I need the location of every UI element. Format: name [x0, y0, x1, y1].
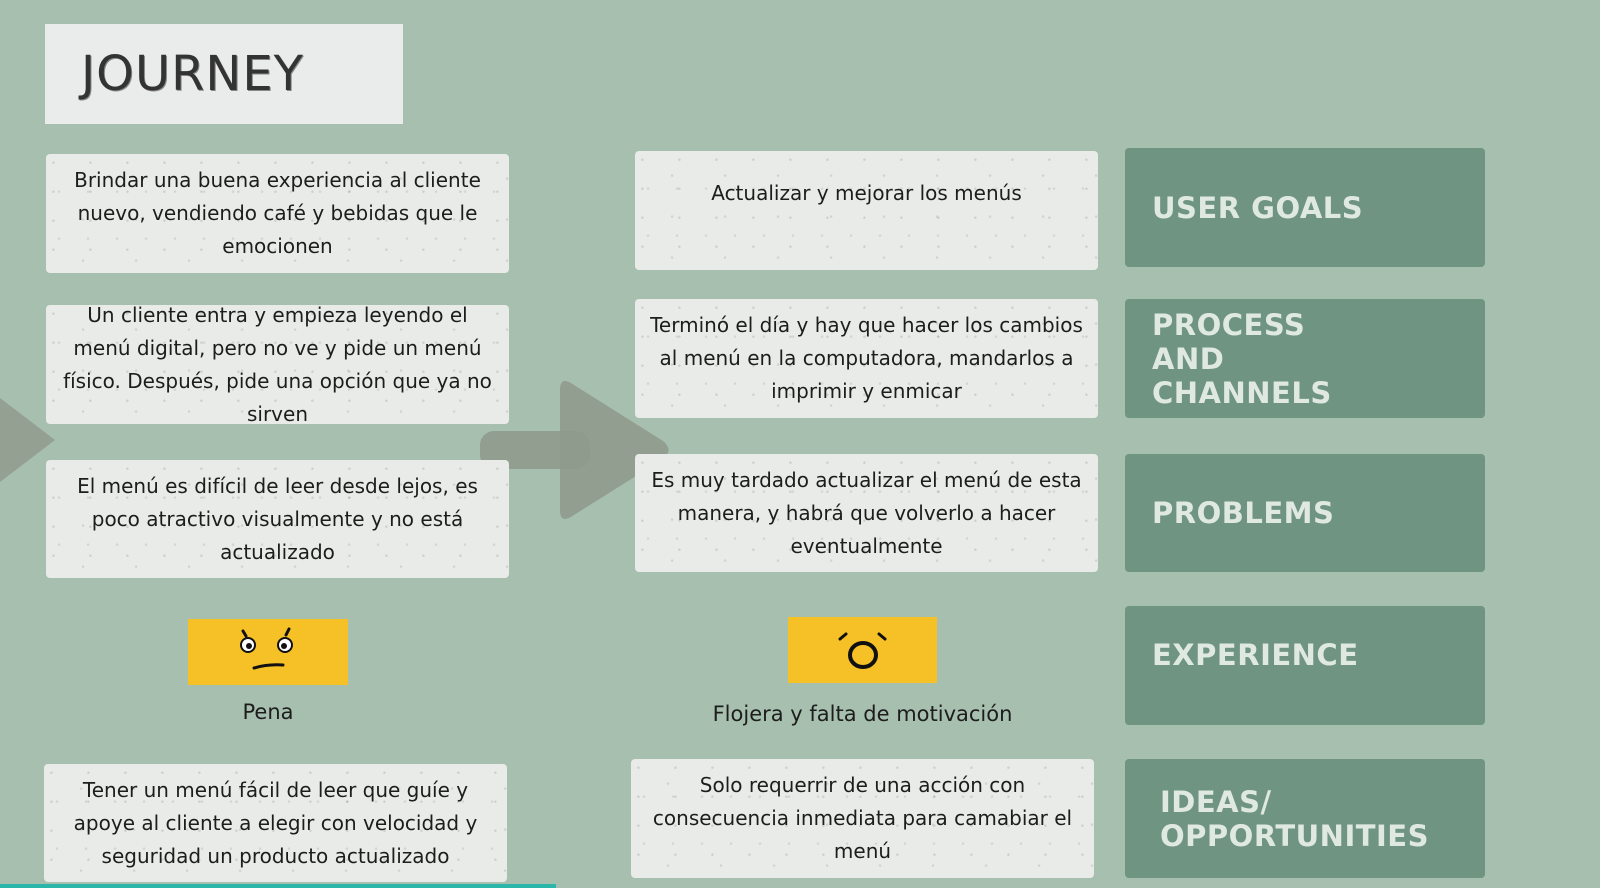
right-goal-card: Actualizar y mejorar los menús: [635, 151, 1098, 270]
right-problem-text: Es muy tardado actualizar el menú de est…: [651, 467, 1082, 558]
right-arrow-icon: [480, 381, 669, 519]
bottom-divider: [0, 884, 556, 888]
label-experience: EXPERIENCE: [1125, 606, 1485, 725]
right-process-card: Terminó el día y hay que hacer los cambi…: [635, 299, 1098, 418]
right-idea-card: Solo requerrir de una acción con consecu…: [631, 759, 1094, 878]
left-goal-text: Brindar una buena experiencia al cliente…: [74, 168, 481, 258]
right-goal-text: Actualizar y mejorar los menús: [711, 181, 1022, 205]
left-goal-card: Brindar una buena experiencia al cliente…: [46, 154, 509, 273]
label-user-goals-text: USER GOALS: [1152, 190, 1364, 225]
left-process-text: Un cliente entra y empieza leyendo el me…: [63, 302, 492, 426]
label-problems-text: PROBLEMS: [1152, 496, 1335, 530]
left-experience-caption: Pena: [242, 700, 294, 724]
left-idea-text: Tener un menú fácil de leer que guíe y a…: [73, 777, 478, 868]
left-arrow-icon: [0, 398, 55, 482]
label-experience-text: EXPERIENCE: [1152, 638, 1359, 672]
right-problem-card: Es muy tardado actualizar el menú de est…: [635, 454, 1098, 572]
worried-face-icon: [240, 627, 293, 670]
label-ideas: IDEAS/ OPPORTUNITIES: [1125, 759, 1485, 878]
right-idea-text: Solo requerrir de una acción con consecu…: [652, 773, 1073, 863]
left-process-card: Un cliente entra y empieza leyendo el me…: [46, 303, 509, 426]
left-problem-text: El menú es difícil de leer desde lejos, …: [77, 473, 478, 564]
label-process-channels: PROCESS AND CHANNELS: [1125, 299, 1485, 418]
right-emoji-box: [788, 617, 937, 683]
left-problem-card: El menú es difícil de leer desde lejos, …: [46, 460, 509, 578]
right-experience-caption: Flojera y falta de motivación: [712, 702, 1013, 726]
label-problems: PROBLEMS: [1125, 454, 1485, 572]
label-user-goals: USER GOALS: [1125, 148, 1485, 267]
journey-title-box: JOURNEY: [45, 24, 403, 124]
label-process-channels-text: PROCESS AND CHANNELS: [1152, 307, 1332, 410]
left-emoji-box: [188, 619, 348, 685]
page-title: JOURNEY: [81, 46, 304, 102]
label-ideas-text: IDEAS/ OPPORTUNITIES: [1160, 784, 1430, 853]
surprised-face-icon: [838, 632, 887, 669]
left-idea-card: Tener un menú fácil de leer que guíe y a…: [44, 764, 507, 882]
right-process-text: Terminó el día y hay que hacer los cambi…: [650, 313, 1083, 403]
